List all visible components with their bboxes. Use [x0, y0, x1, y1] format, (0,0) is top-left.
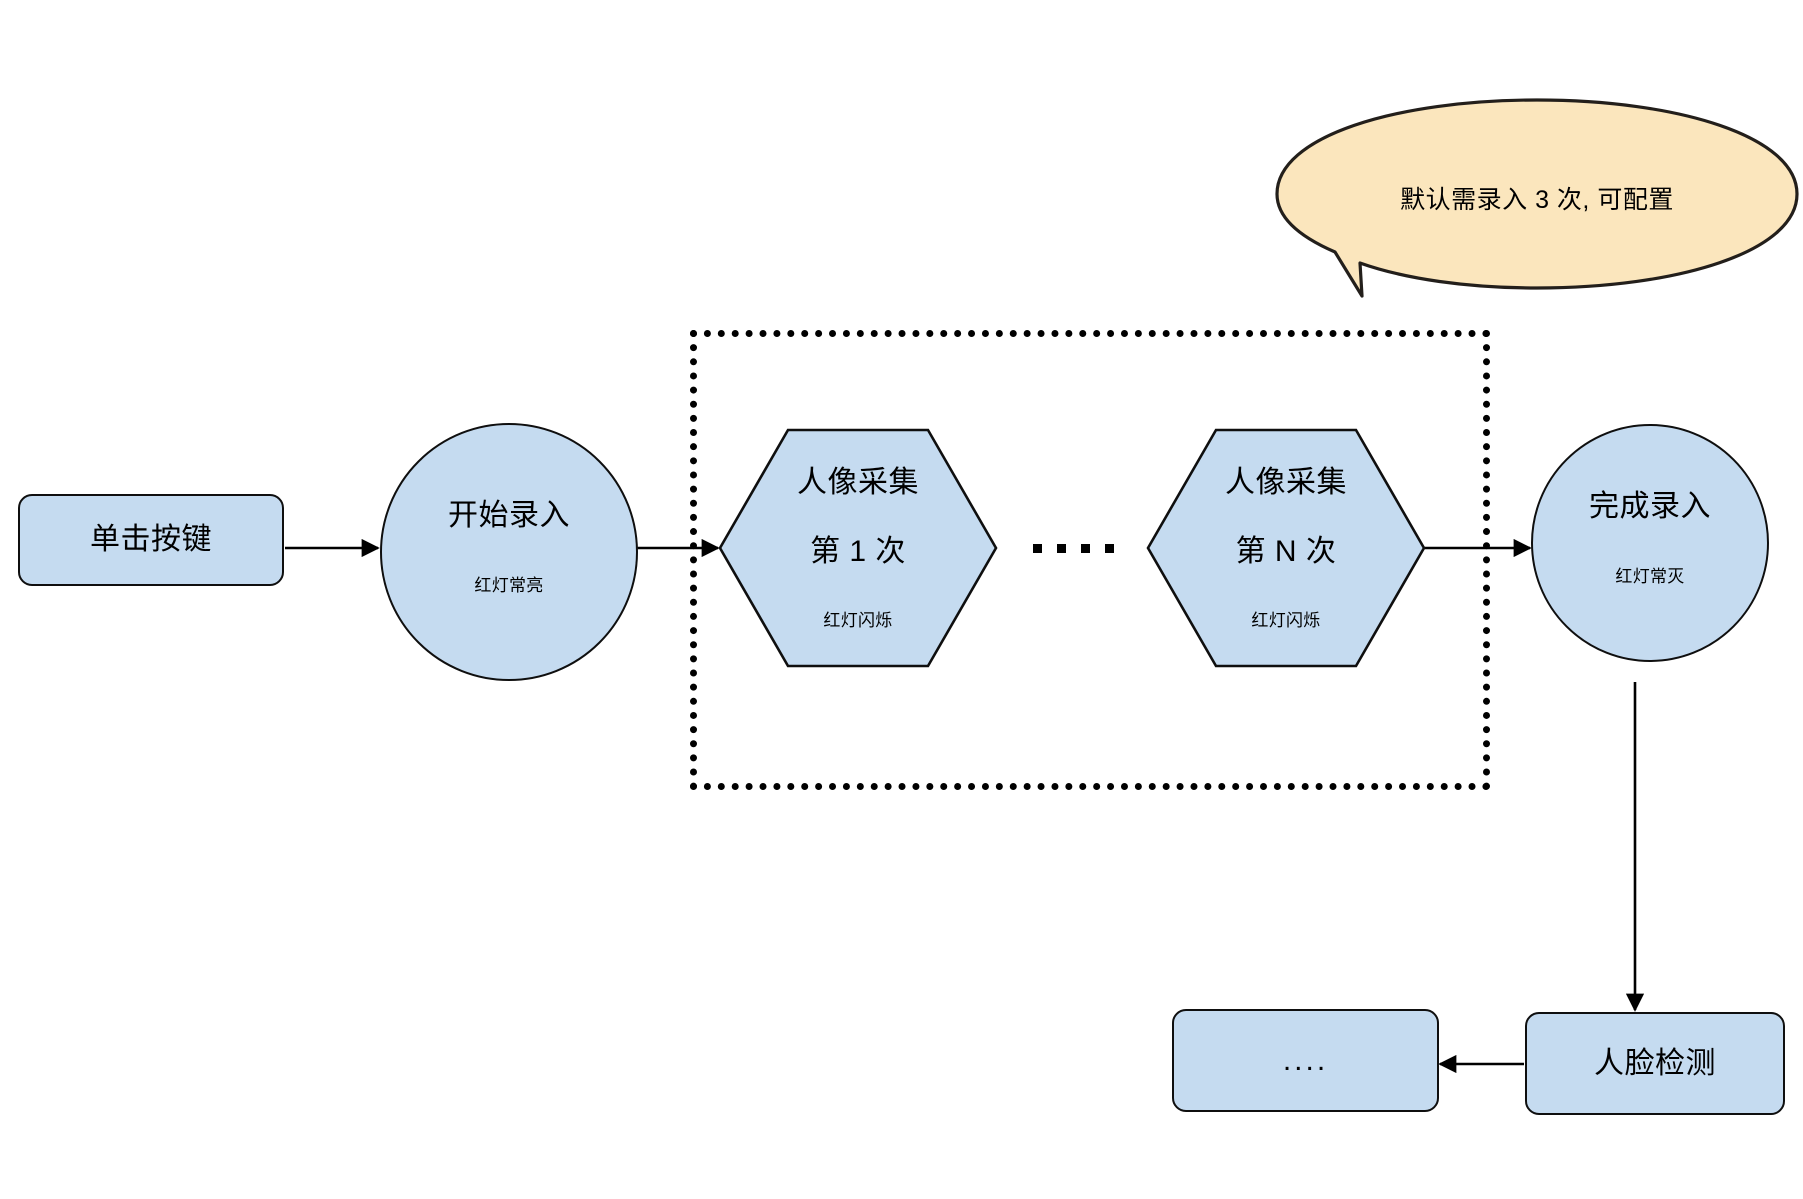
- ellipsis-dot: [1081, 544, 1090, 553]
- node-capture-nth-label2: 第 N 次: [1235, 535, 1337, 568]
- node-finish-enroll-label: 完成录入: [1589, 490, 1711, 523]
- capture-loop-container: [690, 330, 1490, 790]
- node-more-steps-label: ....: [1282, 1043, 1329, 1077]
- ellipsis-dot: [1057, 544, 1066, 553]
- node-start-enroll[interactable]: 开始录入 红灯常亮: [380, 423, 638, 681]
- hexagon-shape-nth: [1146, 428, 1426, 668]
- hexagon-shape-first: [718, 428, 998, 668]
- node-click-button[interactable]: 单击按键: [18, 494, 284, 586]
- node-finish-enroll-sub: 红灯常灭: [1615, 567, 1685, 586]
- node-capture-first-label: 人像采集: [797, 466, 919, 499]
- node-capture-nth-label: 人像采集: [1225, 466, 1347, 499]
- node-capture-first-label2: 第 1 次: [810, 535, 906, 568]
- node-capture-nth[interactable]: 人像采集 第 N 次 红灯闪烁: [1146, 428, 1426, 668]
- node-finish-enroll[interactable]: 完成录入 红灯常灭: [1531, 424, 1769, 662]
- node-start-enroll-label: 开始录入: [448, 499, 570, 532]
- node-face-detect[interactable]: 人脸检测: [1525, 1012, 1785, 1115]
- node-face-detect-label: 人脸检测: [1594, 1046, 1716, 1080]
- ellipsis-dot: [1105, 544, 1114, 553]
- node-more-steps[interactable]: ....: [1172, 1009, 1439, 1112]
- node-capture-nth-sub: 红灯闪烁: [1251, 611, 1321, 630]
- ellipsis-dot: [1033, 544, 1042, 553]
- callout-bubble[interactable]: 默认需录入 3 次, 可配置: [1272, 96, 1802, 316]
- callout-text: 默认需录入 3 次, 可配置: [1400, 186, 1674, 214]
- node-capture-first-sub: 红灯闪烁: [823, 611, 893, 630]
- node-capture-first[interactable]: 人像采集 第 1 次 红灯闪烁: [718, 428, 998, 668]
- callout-shape: [1275, 98, 1799, 298]
- sequence-ellipsis: [1033, 544, 1114, 553]
- node-click-button-label: 单击按键: [90, 523, 212, 557]
- node-start-enroll-sub: 红灯常亮: [474, 576, 544, 595]
